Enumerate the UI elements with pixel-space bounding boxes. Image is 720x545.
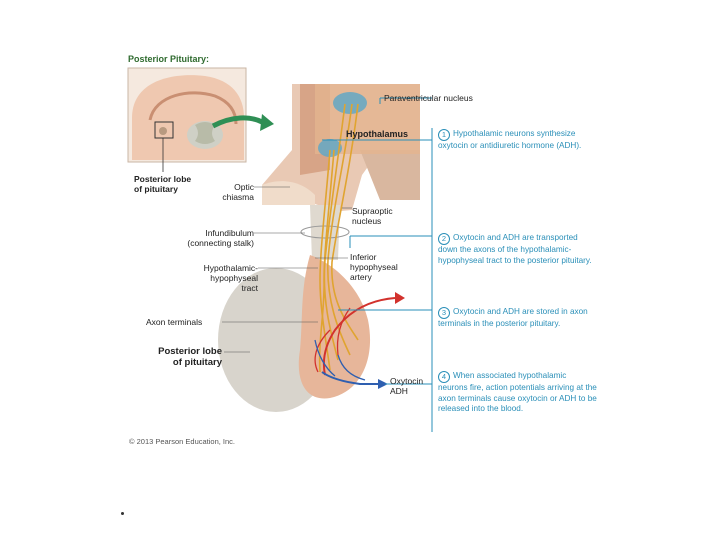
- label-inferior-hypophyseal-artery: Inferior hypophyseal artery: [350, 252, 398, 282]
- label-hypothalamus: Hypothalamus: [346, 129, 409, 139]
- label-posterior-lobe: Posterior lobe of pituitary: [158, 346, 222, 368]
- copyright: © 2013 Pearson Education, Inc.: [129, 437, 236, 446]
- supraoptic-nucleus: [318, 139, 342, 157]
- label-optic-chiasma: Optic chiasma: [222, 182, 254, 202]
- step-4-number: 4: [438, 371, 450, 383]
- step-3-text: Oxytocin and ADH are stored in axon term…: [438, 307, 588, 328]
- label-oxytocin-adh: Oxytocin ADH: [390, 376, 424, 396]
- step-4-text: When associated hypothalamic neurons fir…: [438, 371, 597, 413]
- leader-lines: [222, 186, 352, 353]
- step-2-text: Oxytocin and ADH are transported down th…: [438, 233, 592, 265]
- zoom-arrow: [211, 115, 264, 129]
- label-supraoptic-nucleus: Supraoptic nucleus: [352, 206, 393, 226]
- posterior-lobe: [298, 255, 371, 399]
- blood-vessels: [314, 297, 396, 385]
- callout-frame: [322, 97, 433, 432]
- label-paraventricular-nucleus: Paraventricular nucleus: [384, 93, 473, 103]
- paraventricular-nucleus: [333, 92, 367, 114]
- step-2-number: 2: [438, 233, 450, 245]
- brain-inset: [127, 67, 247, 172]
- step-1-text: Hypothalamic neurons synthesize oxytocin…: [438, 129, 582, 150]
- label-posterior-lobe-inset: Posterior lobe of pituitary: [134, 174, 192, 194]
- step-3-number: 3: [438, 307, 450, 319]
- bullet-dot: [121, 512, 124, 515]
- step-1-number: 1: [438, 129, 450, 141]
- label-hypothalamic-hypophyseal-tract: Hypothalamic- hypophyseal tract: [203, 263, 258, 293]
- diagram-title: Posterior Pituitary:: [128, 54, 210, 64]
- label-infundibulum: Infundibulum (connecting stalk): [187, 228, 254, 248]
- label-axon-terminals: Axon terminals: [146, 317, 203, 327]
